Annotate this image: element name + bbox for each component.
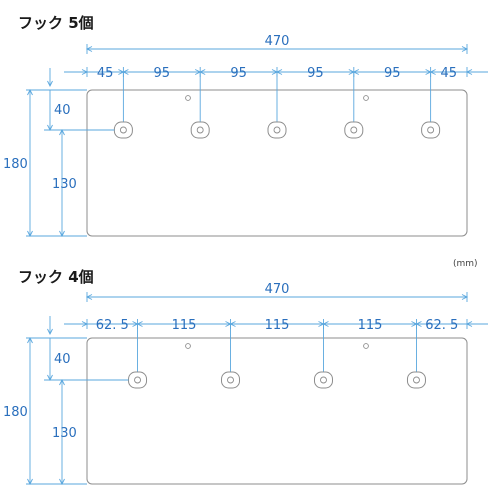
screw-hole	[185, 95, 191, 101]
height-bottom-arrow-bottom	[59, 478, 65, 486]
diagram-title-4-hooks: フック 4個	[18, 268, 94, 286]
mounting-plate	[86, 337, 468, 485]
screw-hole	[363, 95, 369, 101]
height-top-marker-arrow	[47, 328, 53, 336]
screw-hole	[363, 343, 369, 349]
unit-label: (mm)	[453, 259, 478, 269]
height-top-label: 40	[54, 352, 71, 367]
hook-hole	[134, 376, 141, 384]
segment-label: 115	[265, 318, 290, 333]
height-total-label: 180	[3, 157, 28, 172]
segment-label: 45	[97, 66, 114, 81]
hook-hole	[320, 376, 327, 384]
screw-hole	[185, 343, 191, 349]
total-width-label: 470	[265, 282, 290, 297]
hook-hole	[427, 126, 435, 134]
segment-label: 115	[358, 318, 383, 333]
segment-label: 95	[307, 66, 324, 81]
segment-arrow-outer-right	[465, 321, 473, 327]
diagram-4-hooks	[26, 292, 488, 486]
segment-label: 62. 5	[425, 318, 458, 333]
segment-label: 95	[230, 66, 247, 81]
total-width-label: 470	[265, 34, 290, 49]
height-bottom-arrow-bottom	[59, 230, 65, 238]
hook-hole	[350, 126, 358, 134]
height-top-marker-arrow	[47, 80, 53, 88]
diagram-5-hooks	[26, 44, 488, 238]
hook-hole	[273, 126, 281, 134]
segment-arrow-outer-right	[465, 69, 473, 75]
segment-label: 45	[441, 66, 458, 81]
segment-arrow-outer-left	[81, 69, 89, 75]
height-top-label: 40	[54, 103, 71, 118]
segment-label: 62. 5	[96, 318, 129, 333]
hook-hole	[196, 126, 204, 134]
diagram-title-5-hooks: フック 5個	[18, 14, 94, 32]
height-bottom-label: 130	[52, 177, 77, 192]
segment-arrow-outer-left	[81, 321, 89, 327]
hook-hole	[413, 376, 420, 384]
hook-hole	[119, 126, 127, 134]
segment-label: 115	[172, 318, 197, 333]
height-bottom-label: 130	[52, 426, 77, 441]
hook-hole	[227, 376, 234, 384]
segment-label: 95	[154, 66, 171, 81]
segment-label: 95	[384, 66, 401, 81]
height-total-label: 180	[3, 405, 28, 420]
